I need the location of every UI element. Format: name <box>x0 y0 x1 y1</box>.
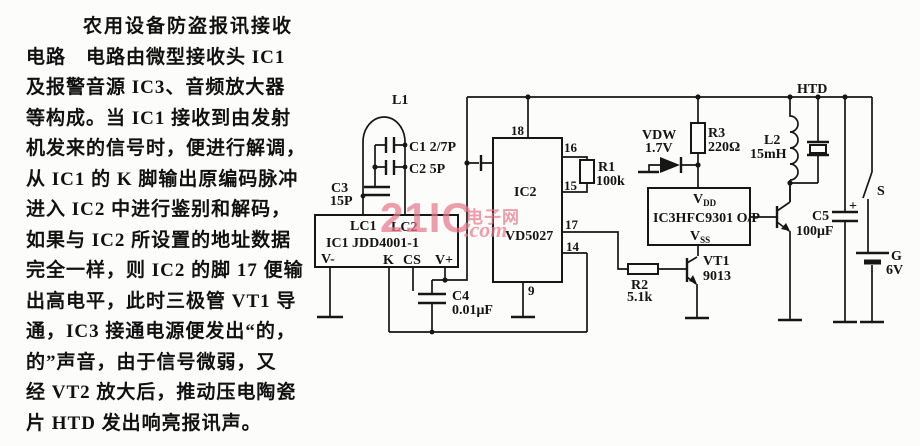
article-line: 电路 电路由微型接收头 IC1 <box>26 46 286 68</box>
article-line: 经 VT2 放大后，推动压电陶瓷 <box>26 382 297 403</box>
ic1-pin-vplus: V+ <box>435 253 453 268</box>
c2-label: C2 5P <box>409 162 446 177</box>
c2-plates <box>384 160 396 175</box>
c4-value: 0.01μF <box>452 303 493 318</box>
ic3-name: IC3HFC9301 O/P <box>653 211 760 226</box>
l2-label: L2 <box>764 133 780 148</box>
ic1-pin-vminus: V- <box>321 252 335 267</box>
vdw-label: VDW <box>642 128 676 143</box>
ic2-pin18: 18 <box>511 123 525 138</box>
ic2-name: VD5027 <box>505 229 553 244</box>
ic2-pin15: 15 <box>564 178 578 193</box>
c3-plates <box>364 185 390 197</box>
r1-value: 100k <box>596 174 625 189</box>
article-line: 进入 IC2 中进行鉴别和解码， <box>26 199 292 220</box>
antenna-loop <box>362 116 406 215</box>
l2-value: 15mH <box>750 147 787 162</box>
ic1-pad1-label: LC1 <box>350 219 376 234</box>
ic1-pad2-label: LC2 <box>391 220 417 235</box>
ic2-pin9: 9 <box>528 283 535 298</box>
vt2-emitter-arrow <box>781 223 790 231</box>
ic2-pin17: 17 <box>565 217 579 232</box>
vt1-value: 9013 <box>703 269 731 284</box>
article-title: 农用设备防盗报讯接收 <box>83 16 294 37</box>
switch-blade <box>862 171 873 199</box>
r2-value: 5.1k <box>627 290 653 305</box>
ic1-pin-cs: CS <box>403 253 421 268</box>
c1-plates <box>384 137 396 153</box>
r2-label: R2 <box>631 278 648 293</box>
vt1-label: VT1 <box>703 254 729 269</box>
vt1-emitter-arrow <box>689 275 697 284</box>
htd-piezo-body <box>809 144 827 154</box>
plates-and-grounds <box>317 137 889 324</box>
l2-coil <box>789 97 799 181</box>
ic3-vdd-pin: VDD <box>693 192 717 208</box>
c5-label: C5 <box>812 209 829 224</box>
component-bodies <box>314 122 827 283</box>
c4-plates <box>418 292 446 305</box>
article-line: 及报警音源 IC3、音频放大器 <box>26 77 286 98</box>
battery-value: 6V <box>886 263 903 278</box>
htd-plates <box>807 140 829 157</box>
ic2-pin14: 14 <box>566 239 580 254</box>
r1-body <box>579 159 595 184</box>
battery-label: G <box>891 249 902 264</box>
article-line: 从 IC1 的 K 脚输出原编码脉冲 <box>26 168 299 190</box>
r3-label: R3 <box>708 126 725 141</box>
ic1-box <box>314 214 459 268</box>
r3-body <box>690 122 706 154</box>
ic2-box <box>492 137 563 283</box>
c5-plus-sign: + <box>849 199 857 214</box>
r3-value: 220Ω <box>708 140 740 155</box>
c5-value: 100μF <box>796 224 834 239</box>
article-line: 通，IC3 接通电源便发出“的， <box>26 321 296 342</box>
vdw-value: 1.7V <box>645 141 673 156</box>
r1-label: R1 <box>598 160 615 175</box>
c3-label: C3 <box>331 181 348 196</box>
article-line: 出高电平，此时三极管 VT1 导 <box>26 290 297 312</box>
article-line: 如果与 IC2 所设置的地址数据 <box>26 229 292 251</box>
article-line: 等构成。当 IC1 接收到由发射 <box>26 107 292 129</box>
ic3-vss-pin: VSS <box>690 229 710 245</box>
c5-plates <box>832 210 858 223</box>
article-line: 完全一样，则 IC2 的脚 17 便输 <box>26 260 304 281</box>
r2-body <box>627 263 659 275</box>
semiconductor-symbols <box>360 94 848 335</box>
c4-label: C4 <box>452 289 469 304</box>
component-labels: L1 C1 2/7P C2 5P C3 15P LC1 LC2 IC1 JDD4… <box>321 82 903 318</box>
ic3-box <box>647 187 751 246</box>
c1-label: C1 2/7P <box>409 140 457 155</box>
article-line: 的”声音，由于信号微弱，又 <box>26 351 277 373</box>
c3-value: 15P <box>330 194 353 209</box>
ic1-pin-k: K <box>383 253 394 268</box>
htd-label: HTD <box>797 82 827 97</box>
ic1-name: IC1 JDD4001-1 <box>326 236 419 251</box>
l1-label: L1 <box>392 93 408 108</box>
vdw-diode-triangle <box>660 157 680 173</box>
switch-label: S <box>877 184 885 199</box>
ic2-label: IC2 <box>514 185 537 200</box>
article-line: 机发来的信号时，便进行解调， <box>26 138 307 159</box>
article-line: 片 HTD 发出响亮报讯声。 <box>26 412 262 434</box>
wires <box>329 96 873 333</box>
article-text: 农用设备防盗报讯接收 电路 电路由微型接收头 IC1 及报警音源 IC3、音频放… <box>26 12 318 439</box>
ic2-pin16: 16 <box>564 140 578 155</box>
